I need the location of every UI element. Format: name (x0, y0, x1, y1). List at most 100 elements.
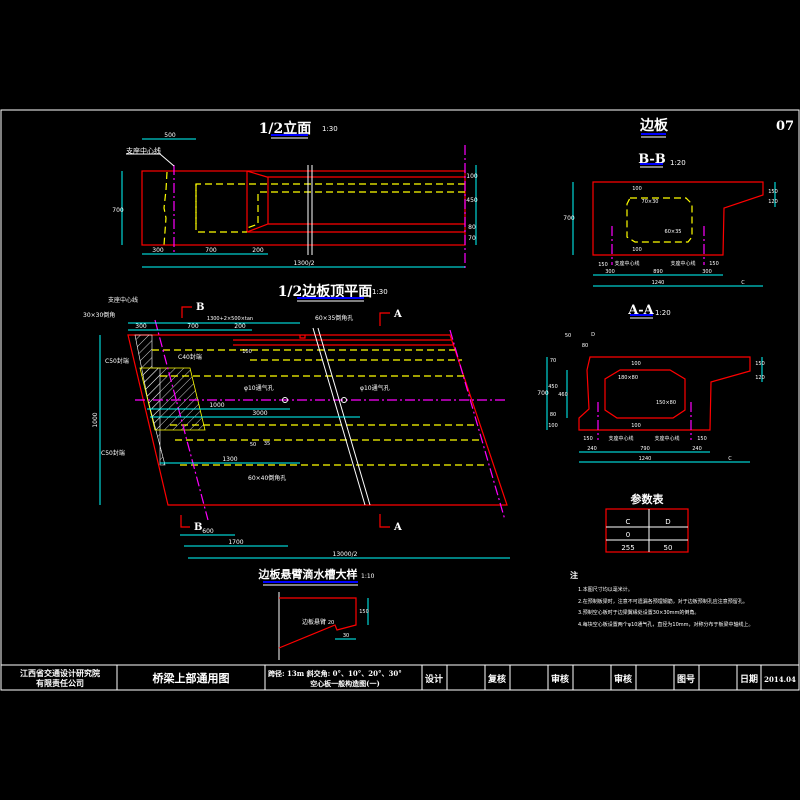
beam-inner-line (246, 170, 465, 178)
hollow-outline (246, 191, 465, 229)
dim-text: 100 (466, 173, 478, 180)
dim-text: 300 (152, 247, 164, 254)
beam-inner-line (246, 223, 465, 233)
dim-text: 70 (468, 235, 476, 242)
section-label: A (393, 309, 402, 320)
table-header: C (626, 518, 631, 526)
dim-text: 150 (709, 261, 719, 267)
dim-text: 200 (234, 323, 246, 330)
section-mark (379, 312, 390, 326)
dim-text: 80 (468, 224, 476, 231)
edge-panel-title: 边板 (639, 117, 669, 134)
dim-text: 20 (328, 620, 334, 626)
dim-text: 450 (548, 384, 558, 390)
dim-text: 890 (653, 269, 663, 275)
dim-text: 150 (697, 436, 707, 442)
sheet-number: 07 (776, 119, 794, 134)
elevation-view: 1/2立面 1:30 500 支座中心线 700 300 700 200 130… (112, 120, 478, 270)
dim-text: 1000 (209, 402, 224, 409)
dim-text: 80 (582, 343, 588, 349)
section-mark (379, 514, 390, 528)
elevation-title: 1/2立面 (259, 120, 312, 137)
table-cell: 0 (626, 531, 630, 539)
leader-label: 支座中心线 (108, 296, 138, 304)
table-header: D (665, 518, 670, 526)
hollow-outline (195, 183, 465, 233)
drip-detail-title: 边板悬臂滴水槽大样 (258, 567, 358, 581)
dim-text: D (591, 332, 595, 338)
leader-label: 支座中心线 (126, 146, 161, 155)
section-aa-scale: 1:20 (655, 309, 671, 317)
table-border (605, 508, 689, 553)
dim-text: 450 (466, 197, 478, 204)
dim-text: 70 (550, 358, 556, 364)
hollow-outline (604, 369, 686, 419)
leader-label: 支座中心线 (670, 260, 695, 267)
dim-text: 50 (250, 442, 256, 448)
dim-text: 300 (605, 269, 615, 275)
drawing-frame (0, 109, 800, 691)
dim-text: 120 (755, 375, 765, 381)
dim-text: 460 (558, 392, 568, 398)
dim-text: 13000/2 (333, 551, 358, 558)
section-label: B (196, 302, 204, 313)
section-bb-scale: 1:20 (670, 159, 686, 167)
param-table-title: 参数表 (631, 492, 665, 506)
leader-label: 60×35倒角孔 (315, 314, 353, 322)
drawing-description: 跨径: 13m 斜交角: 0°、10°、20°、30° (268, 669, 402, 678)
dim-text: 1300/2 (293, 260, 314, 267)
hollow-outline (626, 197, 693, 243)
dim-text: C (728, 456, 732, 462)
dim-text: 700 (187, 323, 199, 330)
dim-text: 300 (135, 323, 147, 330)
dim-text: 150 (768, 189, 778, 195)
dim-text: 150 (755, 361, 765, 367)
review-label: 复核 (487, 673, 506, 685)
leader-label: 150×80 (656, 400, 676, 406)
dim-text: 100 (548, 423, 558, 429)
dim-text: 700 (112, 207, 124, 214)
dim-text: 50 (565, 333, 571, 339)
break-line (163, 171, 168, 246)
elevation-scale: 1:30 (322, 125, 338, 133)
leader-label: C50封端 (101, 449, 125, 457)
leader-label: 支座中心线 (654, 435, 679, 442)
beam-outline (141, 170, 466, 246)
plan-view: 1/2边板顶平面 1:30 1300+2×500×tan 300 700 200… (83, 283, 510, 559)
leader-label: 60×40倒角孔 (248, 474, 286, 482)
design-label: 设计 (425, 673, 443, 685)
dim-text: 30 (343, 633, 349, 639)
leader-label: 70×30 (642, 199, 659, 205)
dim-text: 700 (537, 390, 549, 397)
seal-hatch (139, 367, 206, 431)
leader-label: 支座中心线 (608, 435, 633, 442)
dim-text: 150 (583, 436, 593, 442)
vent-hole-icon (282, 397, 288, 403)
leader-label: φ10通气孔 (360, 384, 390, 392)
dim-text: 1700 (228, 539, 243, 546)
date-label: 日期 (740, 673, 758, 685)
approve-label: 审核 (614, 673, 632, 685)
leader-label: φ10通气孔 (244, 384, 274, 392)
drawing-description: 空心板一般构造图(一) (310, 679, 380, 688)
check-label: 审核 (551, 673, 569, 685)
vent-hole-icon (341, 397, 347, 403)
dim-text: 1000 (92, 412, 99, 427)
section-mark (181, 306, 192, 318)
dim-text: 300 (702, 269, 712, 275)
bearing-centerline (154, 319, 209, 521)
notes-title: 注 (570, 570, 578, 580)
note-item: 2.在预制板梁时，注意不可遗漏各预埋钢筋，对于边板预制孔应注意预留孔。 (578, 598, 748, 605)
dim-text: 1300 (222, 456, 237, 463)
leader-label: 支座中心线 (614, 260, 639, 267)
dim-text: 600 (202, 528, 214, 535)
dim-text: 35 (264, 441, 270, 447)
table-cell: 255 (621, 544, 634, 552)
leader-label: 180×80 (618, 375, 638, 381)
section-mark (180, 515, 190, 528)
dim-text: 1240 (639, 456, 652, 462)
dim-text: 100 (632, 247, 642, 253)
drip-outline (278, 597, 357, 649)
dim-text: 700 (563, 215, 575, 222)
drawing-name: 桥梁上部通用图 (153, 671, 230, 685)
